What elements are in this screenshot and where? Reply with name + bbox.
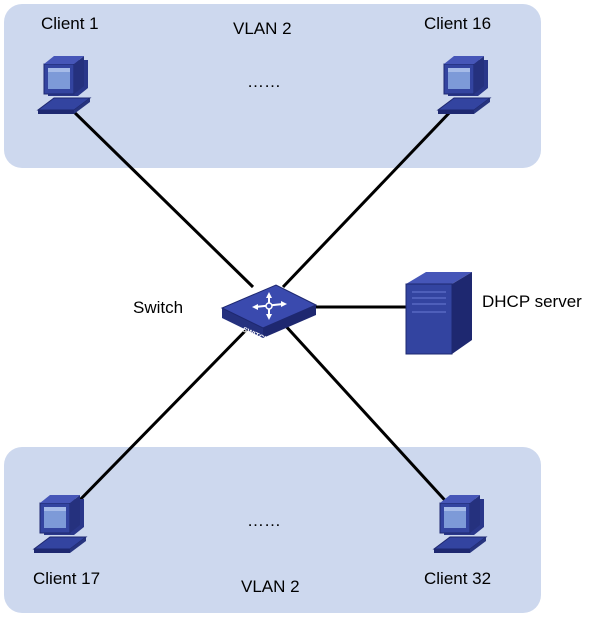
client-17-label: Client 17 (33, 569, 101, 588)
client-16-label: Client 16 (424, 14, 492, 33)
link-client1-switch (70, 108, 255, 289)
top-ellipsis: …… (247, 72, 281, 91)
vlan-region-bottom (4, 447, 541, 613)
vlan-region-top (4, 4, 541, 168)
client-17-icon (33, 494, 87, 554)
network-switch-icon (220, 284, 318, 338)
link-client32-switch (281, 321, 454, 510)
switch-label: Switch (133, 298, 184, 317)
client-16-icon (437, 55, 491, 115)
client-32-icon (433, 494, 487, 554)
vlan-top-label: VLAN 2 (233, 19, 292, 38)
link-client16-switch (281, 108, 454, 289)
client-32-label: Client 32 (424, 569, 492, 588)
client-1-icon (37, 55, 91, 115)
vlan-bottom-label: VLAN 2 (241, 577, 300, 596)
client-1-label: Client 1 (41, 14, 99, 33)
bottom-ellipsis: …… (247, 511, 281, 530)
link-client17-switch (70, 321, 255, 510)
dhcp-server-label: DHCP server (482, 292, 582, 311)
tower-server-icon (405, 272, 472, 355)
